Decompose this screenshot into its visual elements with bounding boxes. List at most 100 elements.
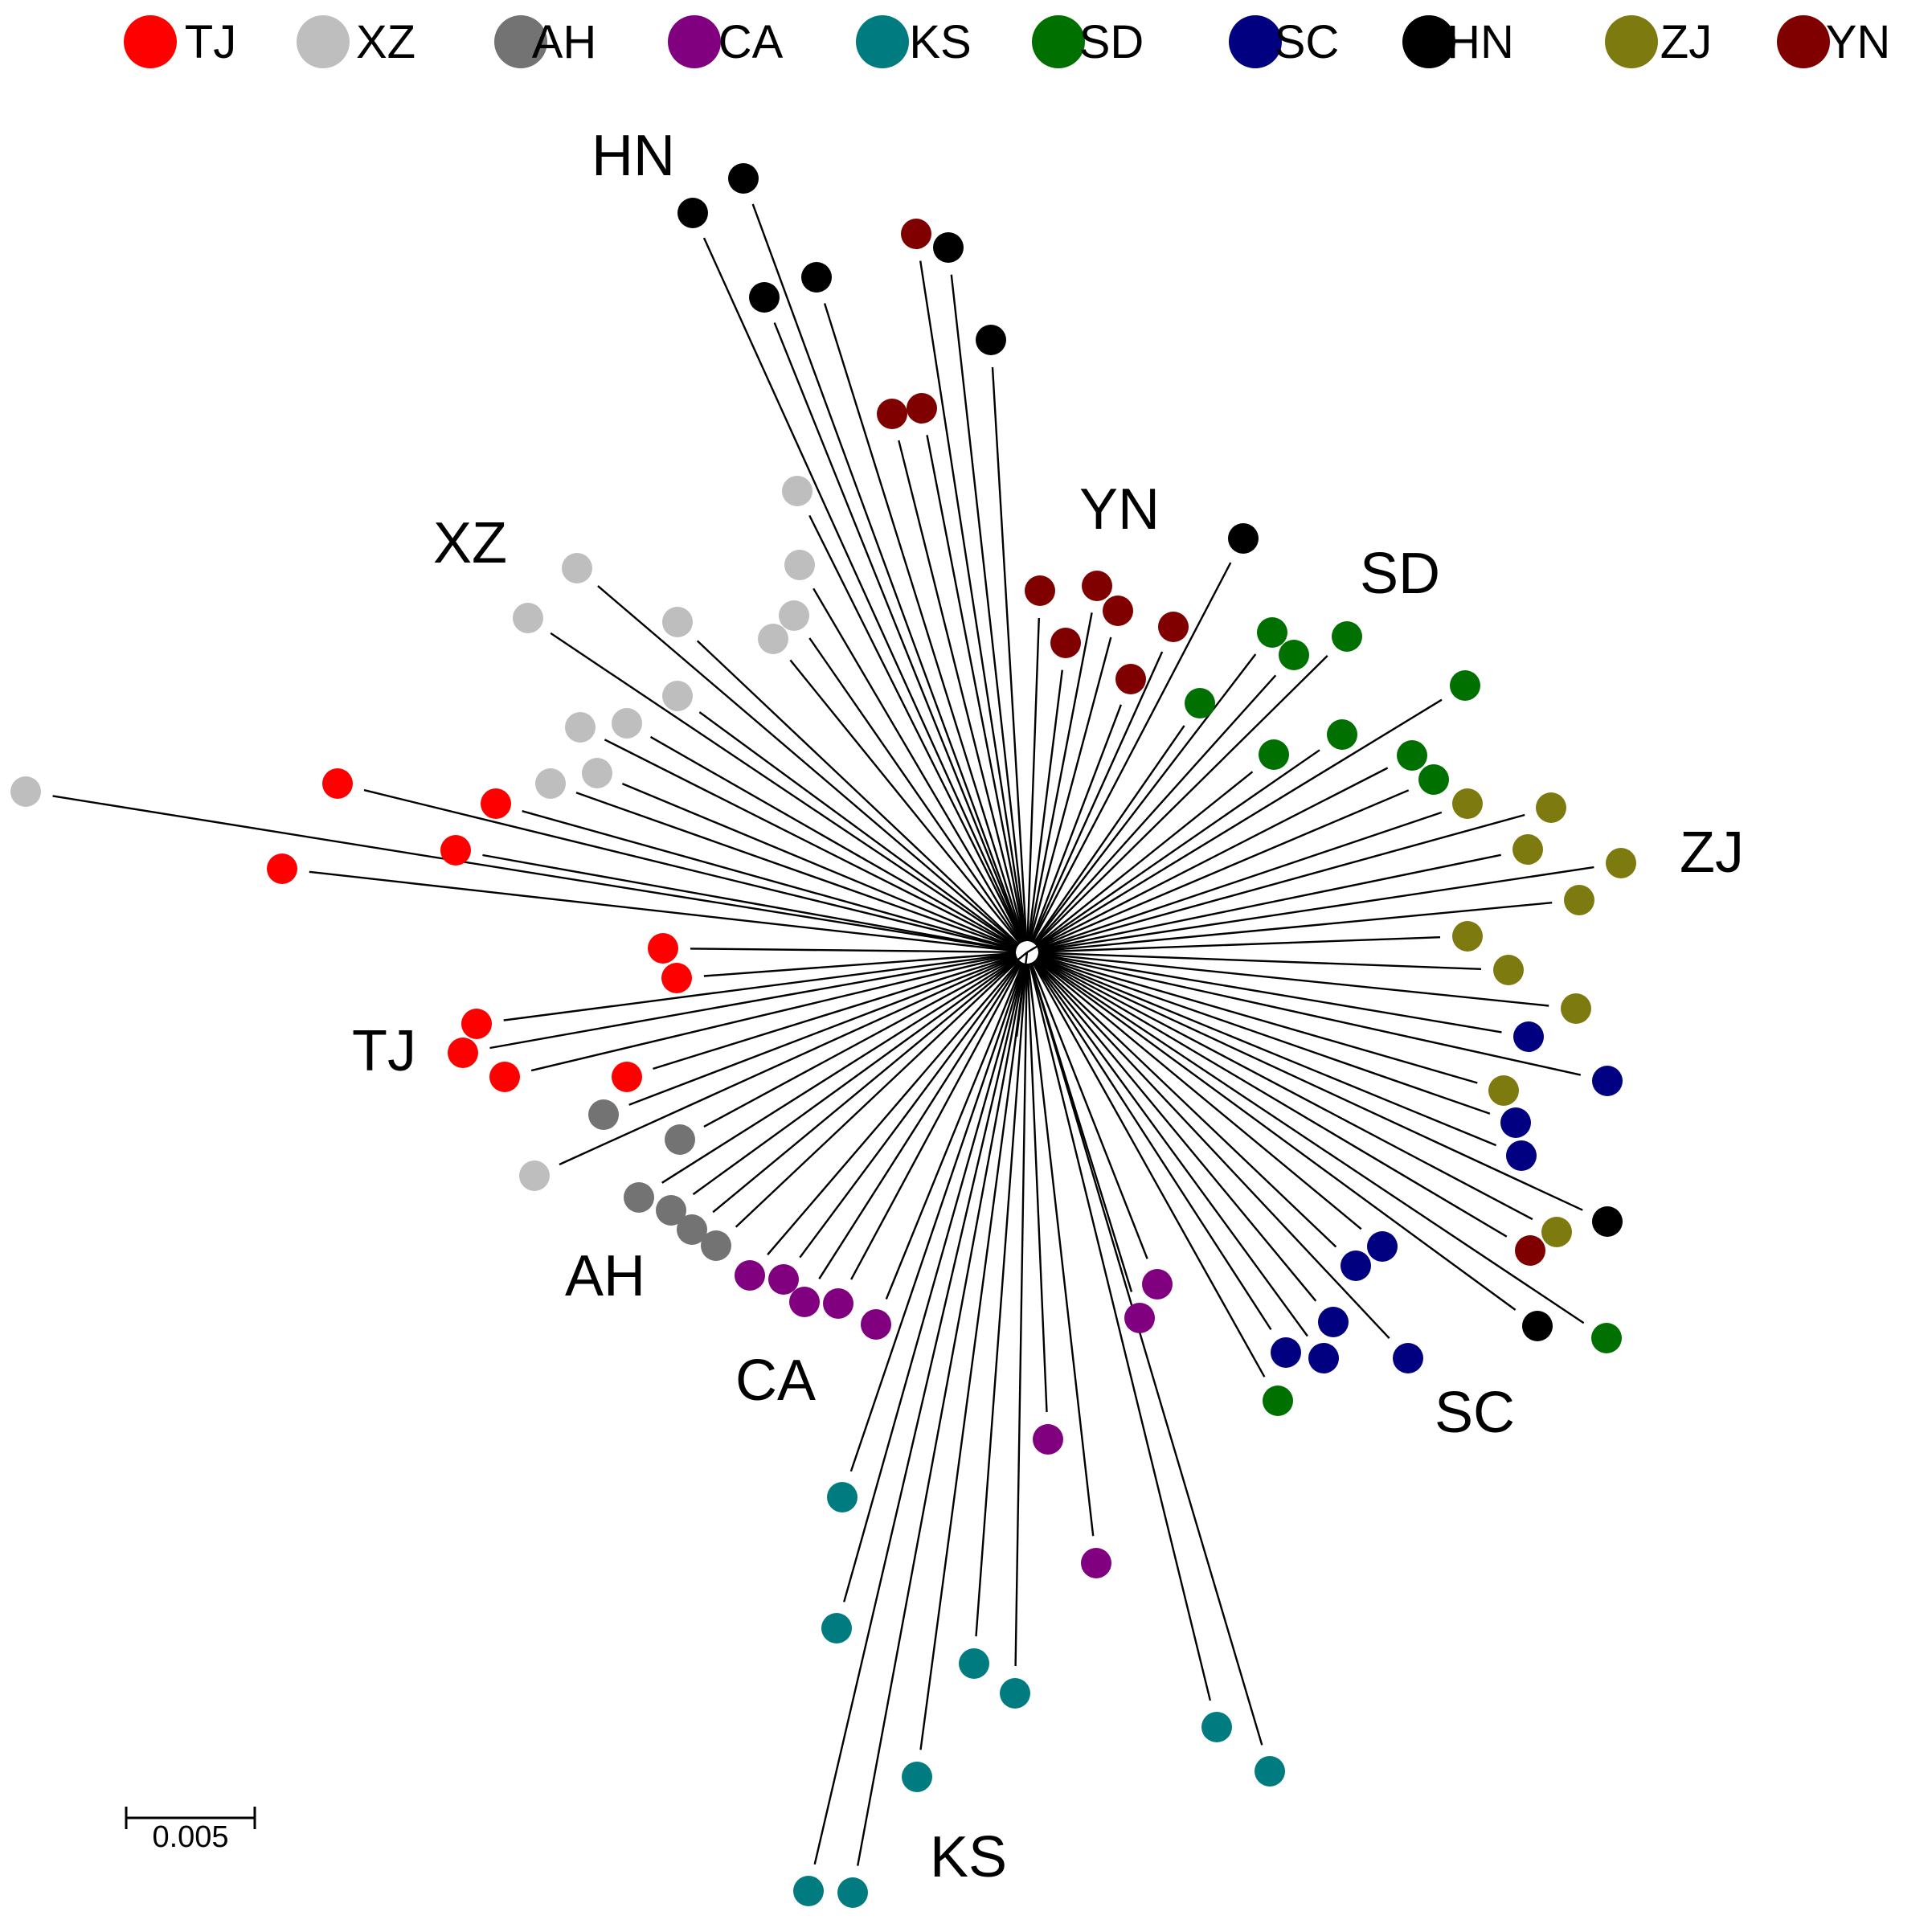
tip-sd [1327,719,1357,750]
branch-sc [1038,953,1582,1076]
branch-zj [1038,853,1501,952]
legend-swatch-ks [856,15,909,68]
tip-hn [933,232,964,263]
tip-zj [1561,993,1591,1024]
tip-tj [612,1062,642,1092]
branch-xz [808,514,1023,943]
tip-sc [1500,1107,1531,1138]
branch-tj [653,955,1017,1070]
tip-hn [801,262,832,293]
branch-ca [885,962,1024,1300]
branch-yn [1029,636,1112,942]
branch-sc [1038,953,1502,1034]
branch-ca [1026,963,1048,1413]
branch-xz [52,795,1017,952]
branch-yn [1028,612,1093,942]
tip-xz [562,553,592,583]
branch-sd [1031,961,1266,1377]
legend-swatch-sc [1229,15,1282,68]
branch-ca [1029,962,1148,1259]
tip-ks [959,1648,989,1679]
tip-tj [461,1009,492,1039]
tip-sd [1263,1386,1293,1416]
tip-zj [1541,1217,1572,1247]
tip-ks [902,1762,932,1792]
branch-tj [522,810,1017,951]
legend-label-xz: XZ [356,16,415,68]
branch-sd [1035,749,1320,947]
branch-ks [857,963,1026,1866]
tip-zj [1493,955,1524,985]
tip-xz [612,708,642,739]
tip-xz [662,607,693,637]
tip-ks [1000,1678,1030,1709]
branch-sc [1035,958,1362,1230]
tip-zj [1536,792,1566,823]
tip-yn [1082,571,1112,601]
branch-hn [823,303,1025,942]
tip-tj [440,835,471,866]
branch-sc [1032,961,1272,1331]
cluster-label-yn: YN [1079,477,1160,542]
tip-yn [907,393,937,424]
branch-hn [1031,562,1232,943]
branch-zj [1038,936,1441,953]
legend-swatch-yn [1777,15,1830,68]
tip-yn [1050,628,1081,658]
branch-tj [690,948,1017,953]
tip-ca [861,1309,891,1340]
branch-sd [1033,653,1257,944]
branch-ks [1029,963,1212,1701]
branch-sc [1034,959,1337,1248]
legend-label-zj: ZJ [1660,16,1712,68]
branch-yn [1036,957,1508,1238]
tip-hn [1522,1311,1553,1341]
cluster-label-ks: KS [930,1825,1007,1889]
tip-sc [1318,1307,1349,1337]
branch-zj [1037,811,1443,950]
legend-swatch-sd [1032,15,1085,68]
branch-ks [813,963,1025,1865]
cluster-label-hn: HN [591,124,675,188]
branch-ks [975,963,1028,1637]
branch-ks [849,962,1025,1472]
branch-xz [696,640,1020,946]
tip-xz [535,768,566,799]
tip-xz [582,758,612,788]
tip-ah [665,1124,695,1155]
legend-swatch-ca [668,15,721,68]
branch-sd [1037,789,1410,949]
branch-ca [818,961,1022,1279]
tip-ks [793,1876,824,1906]
cluster-label-ah: AH [565,1244,645,1308]
tip-yn [1025,575,1055,606]
tip-yn [1158,612,1189,642]
tip-sd [1591,1323,1622,1353]
tip-ca [1142,1269,1173,1300]
branch-ah [692,958,1019,1196]
tip-xz [758,624,788,654]
tip-ca [768,1264,799,1295]
cluster-label-tj: TJ [352,1019,416,1083]
branch-hn [1037,956,1583,1211]
tip-zj [1452,788,1483,819]
branch-zj [1038,866,1594,952]
branch-sd [1035,771,1254,947]
tip-tj [661,963,692,993]
branch-ca [850,961,1023,1280]
branch-sc [1037,955,1491,1115]
tree-branches [52,203,1594,1866]
tip-sc [1506,1140,1537,1171]
legend-label-sd: SD [1079,16,1144,68]
legend-label-ah: AH [532,16,597,68]
branch-hn [991,366,1028,942]
legend-label-tj: TJ [185,16,236,68]
legend-swatch-tj [124,15,177,68]
tip-xz [784,550,815,580]
tip-tj [322,768,353,799]
tip-hn [1228,523,1259,554]
branch-ah [735,959,1020,1228]
scale-bar: 0.005 [125,1807,256,1854]
